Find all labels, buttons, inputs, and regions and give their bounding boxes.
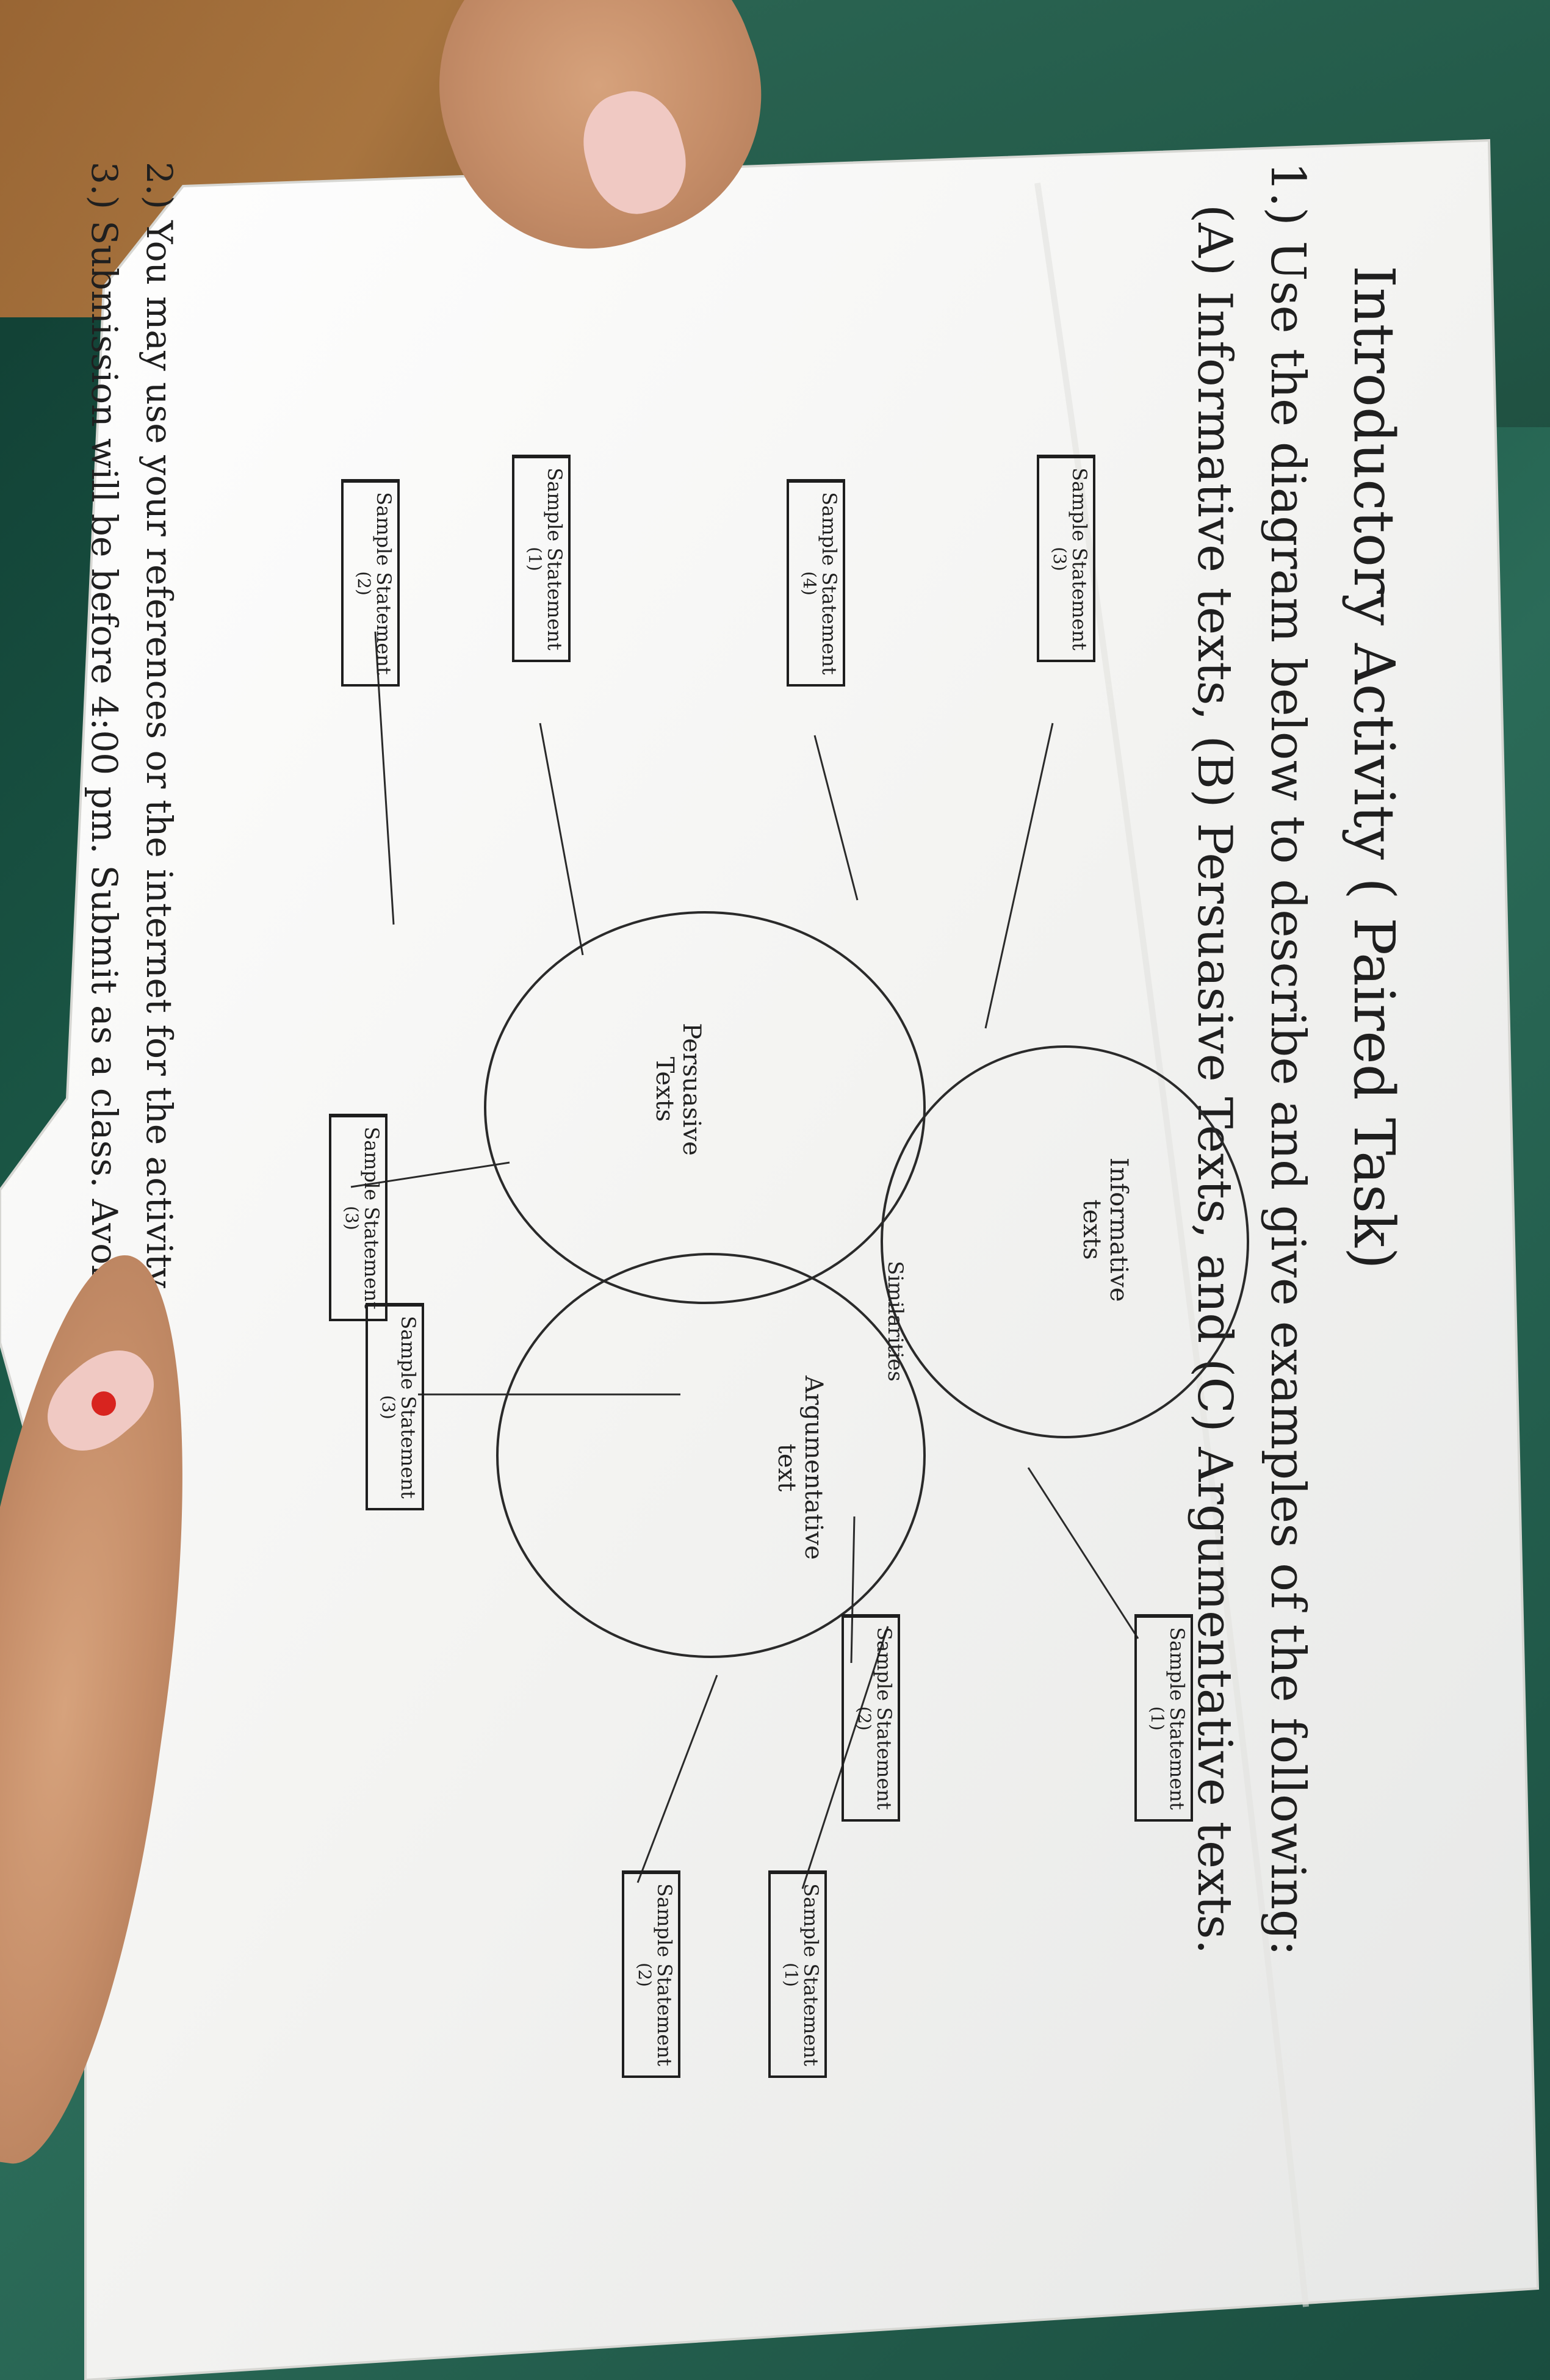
- sample-box-label: Sample Statement: [372, 492, 395, 675]
- sample-box: Sample Statement (1): [768, 1870, 827, 2078]
- sample-box: Sample Statement (3): [1037, 455, 1095, 662]
- sheet-content: Introductory Activity ( Paired Task) 1.)…: [21, 113, 1425, 2188]
- nail-heart-decoration: [92, 1391, 116, 1416]
- sample-box-number: (1): [781, 1963, 802, 1987]
- sample-box-number: (1): [525, 547, 546, 571]
- sample-box-label: Sample Statement: [799, 1883, 823, 2066]
- connector-line: [1027, 1467, 1139, 1639]
- sample-box: Sample Statement (2): [622, 1870, 680, 2078]
- sample-box-label: Sample Statement: [543, 467, 566, 651]
- connector-line: [374, 631, 395, 925]
- circle-label-argumentative: Argumentative text: [773, 1376, 827, 1560]
- sample-box-label: Sample Statement: [397, 1316, 420, 1499]
- sample-box-number: (1): [1147, 1706, 1168, 1731]
- sample-box-number: (2): [354, 571, 375, 596]
- sample-box-number: (2): [854, 1706, 875, 1731]
- paper-fold-crease: [1034, 182, 1309, 2307]
- center-label-similarities: Similarities: [883, 1261, 907, 1382]
- sample-box-label: Sample Statement: [653, 1883, 676, 2066]
- connector-lines: [350, 631, 1139, 1889]
- connector-line: [539, 723, 584, 956]
- circle-label-persuasive: Persuasive Texts: [651, 1023, 705, 1156]
- sample-box: Sample Statement (1): [1134, 1614, 1193, 1822]
- sample-box: Sample Statement (2): [341, 479, 400, 687]
- sample-box: Sample Statement (2): [842, 1614, 900, 1822]
- circle-argumentative: [496, 1253, 926, 1658]
- sample-box-label: Sample Statement: [1166, 1627, 1189, 1810]
- sample-box-label: Sample Statement: [873, 1627, 896, 1810]
- sample-box-label: Sample Statement: [360, 1127, 383, 1310]
- sample-box-label: Sample Statement: [818, 492, 841, 675]
- sample-box: Sample Statement (4): [787, 479, 845, 687]
- sample-box-number: (4): [799, 571, 820, 596]
- sample-box: Sample Statement (3): [329, 1114, 388, 1321]
- circle-persuasive: [484, 911, 926, 1304]
- sample-box: Sample Statement (1): [512, 455, 571, 662]
- connector-line: [850, 1516, 856, 1664]
- sample-box-label: Sample Statement: [1068, 467, 1091, 651]
- circle-label-informative: Informative texts: [1078, 1157, 1133, 1302]
- sample-box-number: (3): [378, 1395, 399, 1419]
- sample-box: Sample Statement (3): [366, 1303, 424, 1510]
- venn-circles: [484, 911, 1249, 1658]
- connector-line: [801, 1626, 889, 1889]
- sample-box-number: (2): [635, 1963, 655, 1987]
- connector-line: [350, 1161, 510, 1188]
- circle-informative: [881, 1045, 1249, 1438]
- sample-box-number: (3): [342, 1206, 362, 1230]
- connector-line: [636, 1675, 718, 1883]
- connector-line: [984, 723, 1054, 1029]
- sample-box-number: (3): [1050, 547, 1070, 571]
- venn-diagram: [350, 631, 1249, 1889]
- connector-line: [813, 735, 859, 901]
